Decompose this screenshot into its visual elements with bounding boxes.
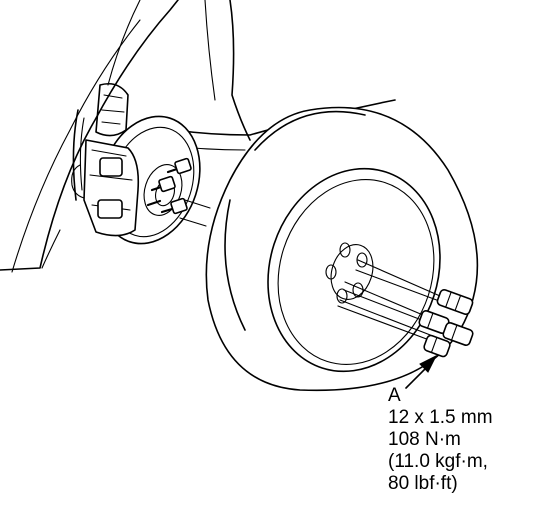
nut-guide-lines [338, 260, 442, 344]
wheel-nut [436, 289, 473, 316]
wheel-nuts [418, 289, 474, 358]
alignment-lines [180, 200, 210, 226]
wheel-studs [148, 158, 192, 214]
nut-specification-callout: A 12 x 1.5 mm 108 N·m (11.0 kgf·m, 80 lb… [388, 385, 538, 495]
torque-lbf: 80 lbf·ft) [388, 473, 458, 494]
torque-kgf: (11.0 kgf·m, [388, 451, 488, 472]
brake-caliper [72, 140, 139, 236]
wheel-nut-a [423, 334, 451, 357]
torque-nm: 108 N·m [388, 429, 461, 450]
thread-size: 12 x 1.5 mm [388, 407, 493, 428]
wheel-assembly [206, 108, 477, 394]
callout-arrow [406, 356, 436, 388]
car-body [0, 0, 395, 272]
callout-label: A [388, 385, 401, 406]
wheel-nut [442, 322, 474, 347]
